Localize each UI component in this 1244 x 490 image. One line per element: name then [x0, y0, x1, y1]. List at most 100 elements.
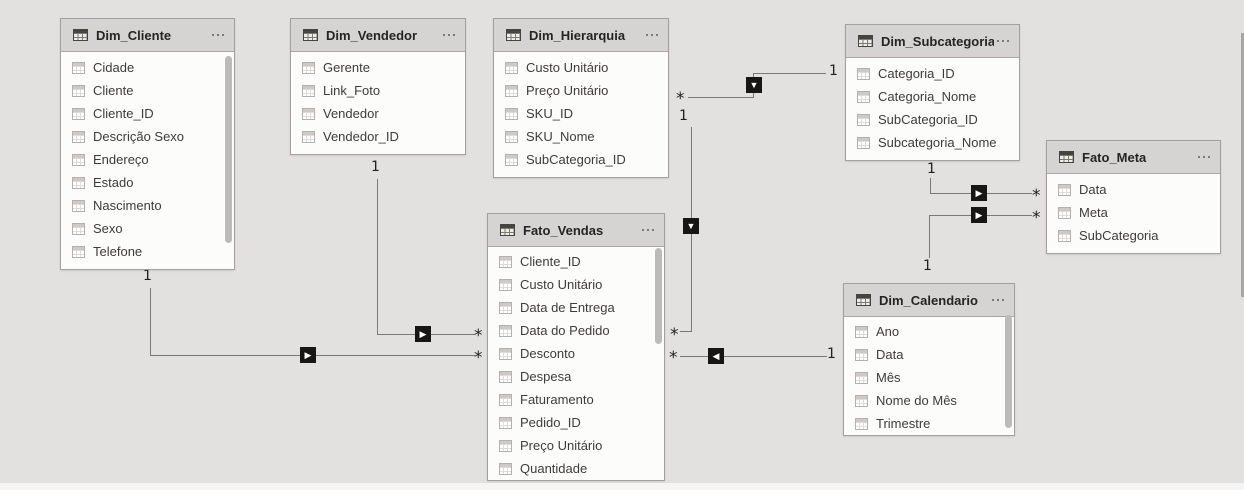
more-options-icon[interactable]	[1195, 156, 1210, 158]
arrow-down-icon[interactable]: ▼	[683, 218, 699, 234]
field-icon	[72, 130, 85, 143]
field-icon	[1058, 183, 1071, 196]
field-row[interactable]: Categoria_ID	[846, 62, 1019, 85]
field-row[interactable]: Preço Unitário	[494, 79, 668, 102]
field-label: Descrição Sexo	[93, 129, 185, 144]
field-row[interactable]: Nome do Mês	[844, 389, 1014, 412]
more-options-icon[interactable]	[989, 299, 1004, 301]
field-icon	[857, 136, 870, 149]
arrow-right-icon[interactable]: ▶	[971, 185, 987, 201]
field-row[interactable]: Categoria_Nome	[846, 85, 1019, 108]
more-options-icon[interactable]	[440, 34, 455, 36]
field-row[interactable]: Data	[844, 343, 1014, 366]
relationship-line[interactable]	[150, 288, 151, 356]
field-row[interactable]: SubCategoria	[1047, 224, 1220, 247]
field-row[interactable]: Estado	[61, 171, 234, 194]
relationship-line[interactable]	[754, 73, 826, 74]
table-header[interactable]: Dim_Subcategoria	[846, 25, 1019, 58]
field-row[interactable]: Cliente	[61, 79, 234, 102]
relationship-line[interactable]	[688, 97, 754, 98]
arrow-down-icon[interactable]: ▼	[746, 77, 762, 93]
table-grid-icon	[858, 35, 873, 47]
table-header[interactable]: Dim_Hierarquia	[494, 19, 668, 52]
field-row[interactable]: Custo Unitário	[494, 56, 668, 79]
field-row[interactable]: Endereço	[61, 148, 234, 171]
table-header[interactable]: Dim_Cliente	[61, 19, 234, 52]
field-row[interactable]: Telefone	[61, 240, 234, 263]
arrow-right-icon[interactable]: ▶	[415, 326, 431, 342]
field-row[interactable]: Meta	[1047, 201, 1220, 224]
field-row[interactable]: Ano	[844, 320, 1014, 343]
field-row[interactable]: Quantidade	[488, 457, 664, 480]
arrow-right-icon[interactable]: ▶	[300, 347, 316, 363]
field-row[interactable]: Preço Unitário	[488, 434, 664, 457]
field-row[interactable]: Despesa	[488, 365, 664, 388]
field-row[interactable]: Mês	[844, 366, 1014, 389]
relationship-line[interactable]	[680, 331, 692, 332]
field-row[interactable]: Nascimento	[61, 194, 234, 217]
field-row[interactable]: SubCategoria_ID	[846, 108, 1019, 131]
field-row[interactable]: Cidade	[61, 56, 234, 79]
field-row[interactable]: Gerente	[291, 56, 465, 79]
cardinality-many-label: *	[676, 89, 685, 109]
relationship-line[interactable]	[680, 356, 827, 357]
relationship-line[interactable]	[930, 178, 931, 194]
field-row[interactable]: SKU_Nome	[494, 125, 668, 148]
field-row[interactable]: SKU_ID	[494, 102, 668, 125]
field-label: Pedido_ID	[520, 415, 581, 430]
field-row[interactable]: Data de Entrega	[488, 296, 664, 319]
field-row[interactable]: Subcategoria_Nome	[846, 131, 1019, 154]
field-row[interactable]: Data	[1047, 178, 1220, 201]
field-row[interactable]: Faturamento	[488, 388, 664, 411]
field-label: SKU_Nome	[526, 129, 595, 144]
field-label: Desconto	[520, 346, 575, 361]
more-options-icon[interactable]	[209, 34, 224, 36]
canvas-vertical-scrollbar[interactable]	[1241, 33, 1244, 297]
more-options-icon[interactable]	[639, 229, 654, 231]
field-row[interactable]: Descrição Sexo	[61, 125, 234, 148]
field-row[interactable]: Vendedor_ID	[291, 125, 465, 148]
table-header[interactable]: Dim_Vendedor	[291, 19, 465, 52]
arrow-right-icon[interactable]: ▶	[971, 207, 987, 223]
field-label: Gerente	[323, 60, 370, 75]
field-row[interactable]: Link_Foto	[291, 79, 465, 102]
relationship-line[interactable]	[377, 179, 378, 335]
field-icon	[72, 199, 85, 212]
table-scrollbar[interactable]	[225, 56, 232, 243]
field-row[interactable]: Desconto	[488, 342, 664, 365]
field-icon	[855, 325, 868, 338]
field-row[interactable]: Data do Pedido	[488, 319, 664, 342]
field-row[interactable]: Cliente_ID	[61, 102, 234, 125]
more-options-icon[interactable]	[994, 40, 1009, 42]
field-label: Cliente	[93, 83, 134, 98]
relationship-line[interactable]	[929, 215, 930, 258]
arrow-left-icon[interactable]: ◀	[708, 348, 724, 364]
field-label: Sexo	[93, 221, 123, 236]
field-row[interactable]: Custo Unitário	[488, 273, 664, 296]
field-label: Link_Foto	[323, 83, 381, 98]
table-header[interactable]: Fato_Meta	[1047, 141, 1220, 174]
table-header[interactable]: Fato_Vendas	[488, 214, 664, 247]
table-scrollbar[interactable]	[1005, 315, 1012, 428]
field-row[interactable]: Cliente_ID	[488, 250, 664, 273]
field-icon	[505, 153, 518, 166]
more-options-icon[interactable]	[643, 34, 658, 36]
field-row[interactable]: SubCategoria_ID	[494, 148, 668, 171]
table-grid-icon	[73, 29, 88, 41]
field-row[interactable]: Pedido_ID	[488, 411, 664, 434]
field-row[interactable]: Sexo	[61, 217, 234, 240]
field-label: Subcategoria_Nome	[878, 135, 997, 150]
field-row[interactable]: Vendedor	[291, 102, 465, 125]
field-label: Custo Unitário	[520, 277, 603, 292]
table-header[interactable]: Dim_Calendario	[844, 284, 1014, 317]
table-scrollbar[interactable]	[655, 248, 662, 344]
field-row[interactable]: Trimestre	[844, 412, 1014, 435]
